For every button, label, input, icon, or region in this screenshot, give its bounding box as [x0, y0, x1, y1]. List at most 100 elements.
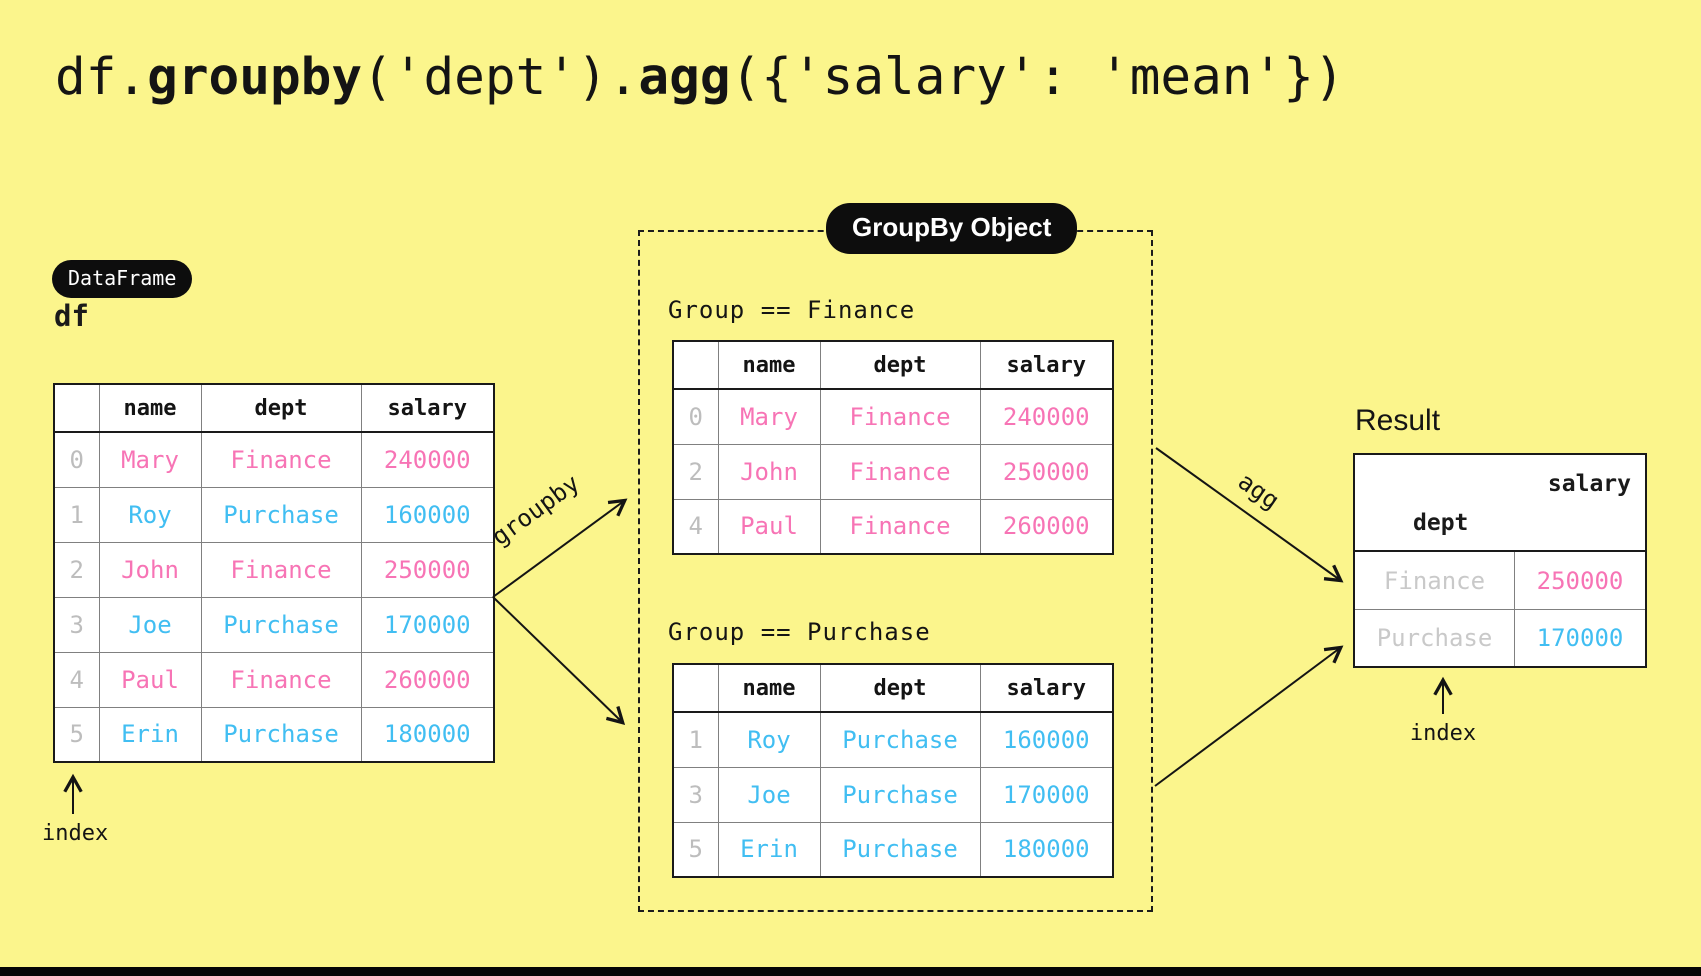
cell-salary: 170000 — [360, 596, 495, 653]
row-index: 1 — [672, 711, 719, 768]
table-row: 4 Paul Finance 260000 — [53, 651, 495, 708]
cell-dept: Finance — [819, 388, 981, 445]
table-row: 0 Mary Finance 240000 — [53, 431, 495, 488]
row-index: 5 — [672, 821, 719, 878]
groupby-object-badge: GroupBy Object — [826, 203, 1078, 254]
code-title-part: df. — [55, 48, 148, 107]
table-row: Finance 250000 — [1355, 552, 1645, 609]
groupby-arrow-lower — [492, 596, 626, 725]
table-row: 3 Joe Purchase 170000 — [53, 596, 495, 653]
cell-dept: Finance — [819, 498, 981, 555]
table-row: 1 Roy Purchase 160000 — [672, 711, 1114, 768]
table-row: 0 Mary Finance 240000 — [672, 388, 1114, 445]
cell-name: Mary — [717, 388, 821, 445]
result-dept-value: Purchase — [1355, 610, 1515, 666]
code-title-part: ('dept'). — [362, 48, 639, 107]
cell-name: Roy — [98, 486, 202, 543]
table-header-row: name dept salary — [672, 663, 1114, 713]
result-salary-value: 250000 — [1536, 566, 1624, 595]
table-row: 1 Roy Purchase 160000 — [53, 486, 495, 543]
cell-name: Joe — [717, 766, 821, 823]
cell-salary: 160000 — [979, 711, 1114, 768]
cell-name: Roy — [717, 711, 821, 768]
cell-name: Paul — [717, 498, 821, 555]
index-column-header — [672, 663, 719, 713]
cell-dept: Purchase — [819, 766, 981, 823]
table-row: 5 Erin Purchase 180000 — [53, 706, 495, 763]
table-header-row: name dept salary — [672, 340, 1114, 390]
dataframe-var-label: df — [54, 299, 89, 333]
result-index-header-dept: dept — [1413, 510, 1469, 536]
row-index: 4 — [53, 651, 100, 708]
cell-salary: 180000 — [360, 706, 495, 763]
cell-salary: 170000 — [979, 766, 1114, 823]
cell-dept: Finance — [200, 651, 362, 708]
table-row: 5 Erin Purchase 180000 — [672, 821, 1114, 878]
cell-name: Joe — [98, 596, 202, 653]
row-index: 0 — [53, 431, 100, 488]
group-finance-heading: Group == Finance — [668, 296, 916, 324]
result-title: Result — [1355, 404, 1441, 437]
code-title-groupby: groupby — [147, 48, 363, 107]
cell-salary: 240000 — [979, 388, 1114, 445]
table-row: 3 Joe Purchase 170000 — [672, 766, 1114, 823]
agg-arrow-lower — [1154, 645, 1344, 787]
cell-salary: 160000 — [360, 486, 495, 543]
result-salary-value: 170000 — [1536, 624, 1624, 652]
table-row: 2 John Finance 250000 — [672, 443, 1114, 500]
cell-salary: 240000 — [360, 431, 495, 488]
result-table-header: salary dept — [1355, 455, 1645, 552]
cell-salary: 180000 — [979, 821, 1114, 878]
cell-dept: Purchase — [200, 486, 362, 543]
cell-dept: Finance — [819, 443, 981, 500]
code-title-agg: agg — [638, 48, 731, 107]
row-index: 2 — [53, 541, 100, 598]
cell-name: John — [98, 541, 202, 598]
table-row: 4 Paul Finance 260000 — [672, 498, 1114, 555]
row-index: 3 — [53, 596, 100, 653]
result-table: salary dept Finance 250000 Purchase 1700… — [1353, 453, 1647, 668]
dataframe-index-label: index — [42, 821, 109, 846]
result-index-label: index — [1409, 721, 1477, 746]
row-index: 1 — [53, 486, 100, 543]
cell-dept: Purchase — [200, 706, 362, 763]
row-index: 3 — [672, 766, 719, 823]
column-header-dept: dept — [819, 663, 981, 713]
column-header-salary: salary — [979, 663, 1114, 713]
cell-dept: Purchase — [819, 711, 981, 768]
cell-salary: 260000 — [360, 651, 495, 708]
cell-salary: 260000 — [979, 498, 1114, 555]
group-purchase-heading: Group == Purchase — [668, 618, 931, 646]
table-row: Purchase 170000 — [1355, 609, 1645, 666]
result-column-header-salary: salary — [1547, 471, 1631, 497]
cell-name: Erin — [98, 706, 202, 763]
group-finance-table: name dept salary 0 Mary Finance 240000 2… — [672, 340, 1114, 555]
table-row: 2 John Finance 250000 — [53, 541, 495, 598]
cell-dept: Finance — [200, 431, 362, 488]
result-dept-value: Finance — [1355, 552, 1515, 609]
cell-name: Erin — [717, 821, 821, 878]
dataframe-table: name dept salary 0 Mary Finance 240000 1… — [53, 383, 495, 763]
cell-dept: Finance — [200, 541, 362, 598]
row-index: 0 — [672, 388, 719, 445]
row-index: 4 — [672, 498, 719, 555]
column-header-salary: salary — [979, 340, 1114, 390]
code-title: df.groupby('dept').agg({'salary': 'mean'… — [55, 48, 1345, 107]
cell-name: Paul — [98, 651, 202, 708]
index-column-header — [53, 383, 100, 433]
column-header-dept: dept — [819, 340, 981, 390]
column-header-name: name — [717, 340, 821, 390]
cell-name: Mary — [98, 431, 202, 488]
index-column-header — [672, 340, 719, 390]
cell-salary: 250000 — [979, 443, 1114, 500]
column-header-name: name — [98, 383, 202, 433]
table-header-row: name dept salary — [53, 383, 495, 433]
groupby-arrow-label: groupby — [486, 468, 585, 552]
cell-salary: 250000 — [360, 541, 495, 598]
column-header-name: name — [717, 663, 821, 713]
dataframe-badge: DataFrame — [52, 260, 193, 298]
group-purchase-table: name dept salary 1 Roy Purchase 160000 3… — [672, 663, 1114, 878]
agg-arrow-label: agg — [1232, 467, 1285, 515]
cell-dept: Purchase — [819, 821, 981, 878]
column-header-dept: dept — [200, 383, 362, 433]
